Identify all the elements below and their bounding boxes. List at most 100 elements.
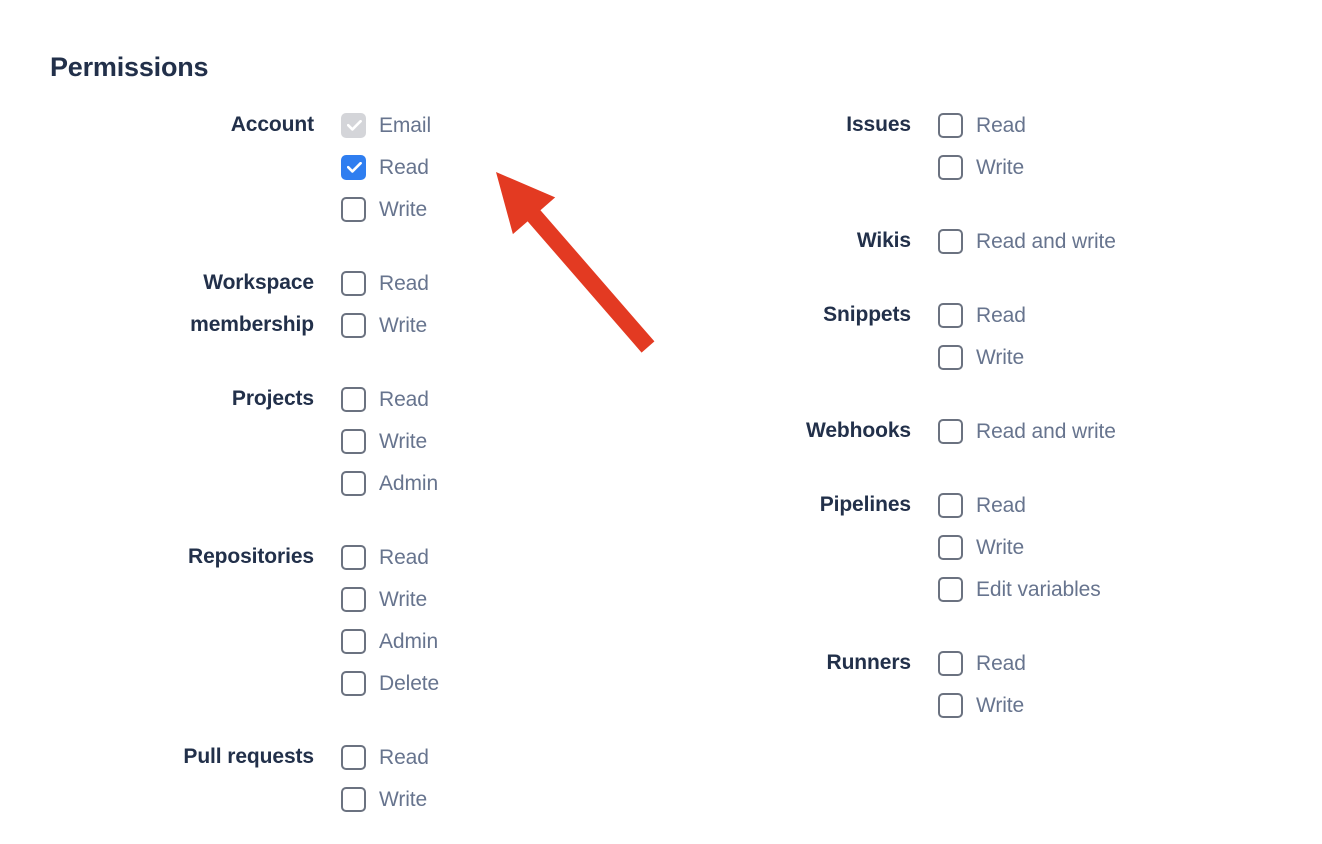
permission-option-label-account-read: Read — [379, 155, 429, 179]
permission-group-label-projects: Projects — [231, 387, 314, 410]
permission-group-label-pipelines: Pipelines — [819, 493, 911, 516]
pipelines-write-checkbox[interactable] — [938, 534, 963, 560]
permission-option-label-runners-write: Write — [976, 693, 1025, 717]
permission-option-runners-write[interactable]: Write — [938, 684, 1240, 726]
permission-option-snippets-write[interactable]: Write — [938, 336, 1240, 378]
permission-option-label-workspace-membership-read: Read — [379, 271, 429, 295]
repositories-read-checkbox[interactable] — [341, 544, 366, 570]
permission-group-label-wikis: Wikis — [856, 229, 911, 252]
permission-option-label-account-email: Email — [379, 113, 432, 137]
permission-option-workspace-membership-read[interactable]: Read — [341, 262, 600, 304]
projects-read-checkbox[interactable] — [341, 386, 366, 412]
pipelines-edit-variables-checkbox[interactable] — [938, 576, 963, 602]
issues-write-checkbox[interactable] — [938, 154, 963, 180]
permission-option-projects-write[interactable]: Write — [341, 420, 600, 462]
permission-option-label-pipelines-read: Read — [976, 493, 1026, 517]
permission-option-label-snippets-write: Write — [976, 345, 1025, 369]
permission-group-label-pull-requests: Pull requests — [183, 745, 314, 768]
permission-option-account-read[interactable]: Read — [341, 146, 600, 188]
account-write-checkbox[interactable] — [341, 196, 366, 222]
permission-option-label-pipelines-write: Write — [976, 535, 1025, 559]
permission-option-pipelines-write[interactable]: Write — [938, 526, 1240, 568]
repositories-write-checkbox[interactable] — [341, 586, 366, 612]
page-title: Permissions — [50, 52, 209, 82]
permission-option-snippets-read[interactable]: Read — [938, 294, 1240, 336]
permission-option-repositories-write[interactable]: Write — [341, 578, 600, 620]
permission-option-issues-write[interactable]: Write — [938, 146, 1240, 188]
permission-option-label-webhooks-read-and-write: Read and write — [976, 419, 1116, 443]
permission-option-projects-admin[interactable]: Admin — [341, 462, 600, 504]
snippets-write-checkbox[interactable] — [938, 344, 963, 370]
repositories-admin-checkbox[interactable] — [341, 628, 366, 654]
repositories-delete-checkbox[interactable] — [341, 670, 366, 696]
permission-option-wikis-read-and-write[interactable]: Read and write — [938, 220, 1240, 262]
webhooks-read-and-write-checkbox[interactable] — [938, 418, 963, 444]
workspace-membership-write-checkbox[interactable] — [341, 312, 366, 338]
permission-option-label-issues-read: Read — [976, 113, 1026, 137]
permission-option-account-write[interactable]: Write — [341, 188, 600, 230]
runners-read-checkbox[interactable] — [938, 650, 963, 676]
projects-write-checkbox[interactable] — [341, 428, 366, 454]
permission-option-label-wikis-read-and-write: Read and write — [976, 229, 1116, 253]
permission-option-label-pull-requests-read: Read — [379, 745, 429, 769]
permission-options-wikis: Read and write — [938, 220, 1240, 262]
permission-option-workspace-membership-write[interactable]: Write — [341, 304, 600, 346]
permission-option-issues-read[interactable]: Read — [938, 104, 1240, 146]
permission-option-repositories-read[interactable]: Read — [341, 536, 600, 578]
permission-group-webhooks: Webhooks Read and write — [600, 410, 1240, 452]
pull-requests-write-checkbox[interactable] — [341, 786, 366, 812]
permission-group-label-webhooks: Webhooks — [806, 419, 911, 442]
permission-option-pipelines-read[interactable]: Read — [938, 484, 1240, 526]
workspace-membership-read-checkbox[interactable] — [341, 270, 366, 296]
permission-option-label-pipelines-edit-variables: Edit variables — [976, 577, 1101, 601]
permission-option-pipelines-edit-variables[interactable]: Edit variables — [938, 568, 1240, 610]
permission-option-projects-read[interactable]: Read — [341, 378, 600, 420]
permission-option-label-repositories-read: Read — [379, 545, 429, 569]
permission-group-label-snippets: Snippets — [823, 303, 911, 326]
permission-group-wikis: Wikis Read and write — [600, 220, 1240, 262]
permission-option-runners-read[interactable]: Read — [938, 642, 1240, 684]
issues-read-checkbox[interactable] — [938, 112, 963, 138]
permission-option-pull-requests-write[interactable]: Write — [341, 778, 600, 820]
permission-option-label-pull-requests-write: Write — [379, 787, 428, 811]
permission-option-label-repositories-write: Write — [379, 587, 428, 611]
permission-option-repositories-admin[interactable]: Admin — [341, 620, 600, 662]
account-read-checkbox[interactable] — [341, 154, 366, 180]
permission-option-pull-requests-read[interactable]: Read — [341, 736, 600, 778]
permission-group-label-repositories: Repositories — [188, 545, 314, 568]
check-icon — [347, 119, 362, 131]
permission-option-repositories-delete[interactable]: Delete — [341, 662, 600, 704]
permission-option-account-email[interactable]: Email — [341, 104, 600, 146]
projects-admin-checkbox[interactable] — [341, 470, 366, 496]
permission-options-webhooks: Read and write — [938, 410, 1240, 452]
permission-option-label-projects-admin: Admin — [379, 471, 439, 495]
wikis-read-and-write-checkbox[interactable] — [938, 228, 963, 254]
pipelines-read-checkbox[interactable] — [938, 492, 963, 518]
account-email-checkbox — [341, 112, 366, 138]
pull-requests-read-checkbox[interactable] — [341, 744, 366, 770]
snippets-read-checkbox[interactable] — [938, 302, 963, 328]
permission-group-label-account: Account — [230, 113, 314, 136]
runners-write-checkbox[interactable] — [938, 692, 963, 718]
permission-option-label-runners-read: Read — [976, 651, 1026, 675]
permission-option-label-repositories-delete: Delete — [379, 671, 440, 695]
permission-option-label-account-write: Write — [379, 197, 428, 221]
permission-option-label-repositories-admin: Admin — [379, 629, 439, 653]
permission-option-label-workspace-membership-write: Write — [379, 313, 428, 337]
permission-option-webhooks-read-and-write[interactable]: Read and write — [938, 410, 1240, 452]
